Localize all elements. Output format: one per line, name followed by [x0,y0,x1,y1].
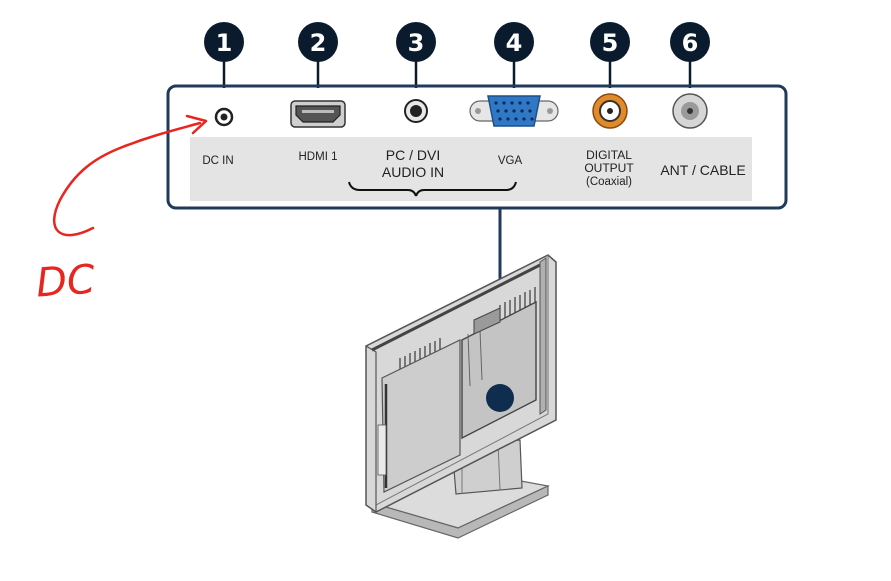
bracket-vga-audio [415,181,517,197]
label-hdmi-1: HDMI 1 [299,151,338,163]
audio-in-port-icon [404,99,428,123]
callout-3: 3 [396,22,436,88]
callout-number-4: 4 [506,29,523,57]
annotation-arrow [53,121,202,237]
label-digital: DIGITAL [586,148,632,162]
panel-frame [166,84,788,210]
callout-number-5: 5 [602,29,619,57]
callout-badge-3 [396,22,436,62]
label-audio-in: AUDIO IN [382,164,444,180]
callout-1: 1 [204,22,244,88]
callout-number-6: 6 [682,29,699,57]
dc-in-port-icon [214,107,234,127]
bracket-pc-dvi-audio [348,181,417,197]
label-dc-in: DC IN [202,155,233,167]
antenna-port-icon [672,93,708,129]
callout-number-1: 1 [216,29,233,57]
callout-badge-4 [494,22,534,62]
label-ant-cable: ANT / CABLE [660,162,745,178]
label-pc-dvi: PC / DVI [386,147,440,163]
callout-4: 4 [494,22,534,88]
coaxial-output-port-icon [592,93,628,129]
connector-panel: DC IN HDMI 1 PC / DVI AUDIO IN VGA DIGIT… [166,84,788,398]
callout-badge-6 [670,22,710,62]
vga-port-icon [469,95,559,127]
callout-number-2: 2 [310,29,327,57]
callout-5: 5 [590,22,630,88]
annotation-text-dc: DC [35,257,97,307]
annotation-arrowhead [185,114,208,135]
callout-2: 2 [298,22,338,88]
callout-badge-5 [590,22,630,62]
label-output: OUTPUT [584,161,634,175]
callout-number-3: 3 [408,29,425,57]
handwritten-annotation: DC [35,114,208,307]
callout-badge-2 [298,22,338,62]
label-vga: VGA [498,155,523,167]
tv-connector-location-marker [486,384,514,412]
hdmi-port-icon [290,100,346,128]
callout-badge-1 [204,22,244,62]
tv-illustration [365,254,557,539]
callout-6: 6 [670,22,710,88]
label-coaxial: (Coaxial) [586,176,632,188]
